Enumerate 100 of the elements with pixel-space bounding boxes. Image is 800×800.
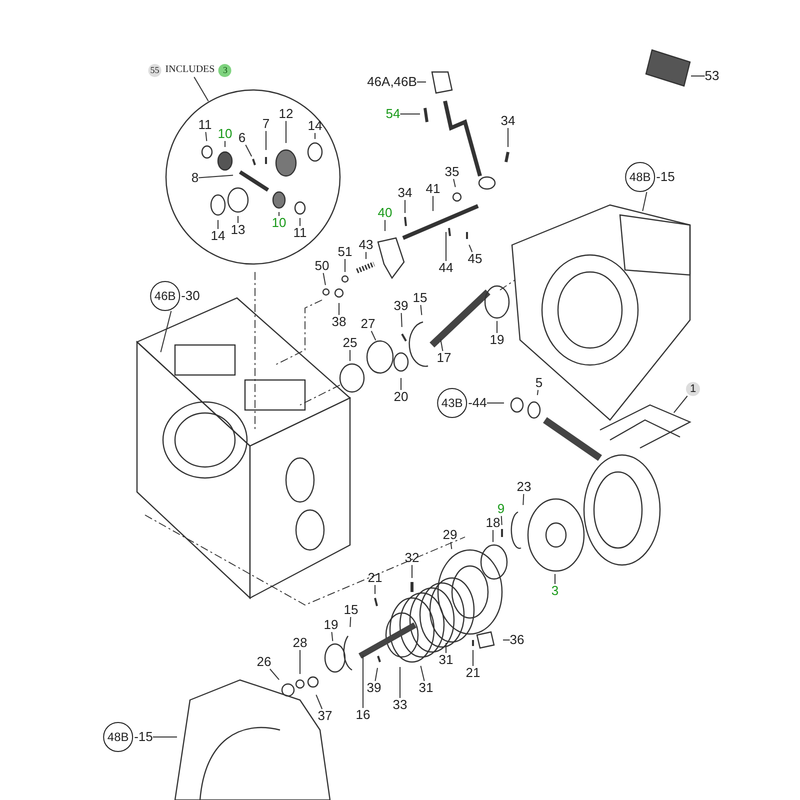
callout-number: 25 bbox=[342, 336, 358, 350]
note-text: INCLUDES bbox=[165, 63, 215, 77]
leader-line bbox=[432, 196, 434, 212]
leader-line bbox=[472, 650, 474, 666]
leader-line bbox=[350, 616, 352, 628]
callout-number: 21 bbox=[466, 666, 480, 680]
callout-number: 53 bbox=[704, 69, 720, 83]
leader-line bbox=[314, 132, 316, 140]
callout-number: 37 bbox=[318, 709, 332, 723]
callout-number: 20 bbox=[394, 390, 408, 404]
callout-number: 14 bbox=[308, 119, 322, 133]
callout-number: 35 bbox=[444, 165, 460, 179]
reference-circle: 46B bbox=[150, 281, 180, 311]
reference-circle: 48B bbox=[625, 162, 656, 192]
callout-number: 51 bbox=[338, 245, 352, 259]
callout-number: 41 bbox=[426, 182, 440, 196]
callout-number: 50 bbox=[314, 259, 330, 273]
callout-number: 38 bbox=[332, 315, 346, 329]
callout-number: 11 bbox=[198, 118, 212, 132]
callout-number: 15 bbox=[412, 291, 428, 305]
leader-line bbox=[673, 396, 688, 414]
callout-number: 34 bbox=[500, 114, 516, 128]
callout-number: 17 bbox=[436, 351, 452, 365]
leader-line bbox=[440, 338, 444, 352]
leader-line bbox=[194, 76, 209, 102]
leader-line bbox=[160, 310, 172, 353]
callout-number: 23 bbox=[516, 480, 532, 494]
leader-line bbox=[400, 378, 402, 390]
callout-number: 11 bbox=[293, 226, 307, 240]
callout-number: 12 bbox=[278, 107, 294, 121]
leader-line bbox=[404, 200, 406, 214]
callout-number: 29 bbox=[442, 528, 458, 542]
leader-line bbox=[224, 140, 226, 148]
leader-line bbox=[642, 192, 648, 212]
leader-line bbox=[536, 390, 539, 396]
leader-line bbox=[486, 402, 504, 404]
callout-number: 10 bbox=[218, 127, 232, 141]
reference-circle: 48B bbox=[103, 722, 134, 752]
reference-number: 55 bbox=[148, 64, 162, 76]
leader-line bbox=[362, 654, 364, 708]
leader-line bbox=[554, 574, 556, 584]
callout-number: 13 bbox=[230, 223, 246, 237]
leader-line bbox=[278, 212, 280, 216]
callout-number: 31 bbox=[438, 653, 454, 667]
callout-number: 15 bbox=[344, 603, 358, 617]
leader-line bbox=[522, 494, 524, 506]
callout-number: 31 bbox=[418, 681, 434, 695]
callout-number: 8 bbox=[191, 171, 199, 185]
leader-line bbox=[420, 304, 422, 316]
callout-number: 10 bbox=[272, 216, 286, 230]
callout-number: 34 bbox=[398, 186, 412, 200]
callout-number: 28 bbox=[292, 636, 308, 650]
leader-line bbox=[316, 694, 323, 710]
leader-line bbox=[331, 632, 334, 642]
callout-number: 40 bbox=[378, 206, 392, 220]
callout-number: 33 bbox=[392, 698, 408, 712]
callout-number: 16 bbox=[356, 708, 370, 722]
leader-line bbox=[400, 312, 402, 328]
leader-line bbox=[384, 220, 386, 232]
callout-number: 3 bbox=[551, 584, 559, 598]
reference-suffix: -44 bbox=[468, 396, 487, 410]
leader-line bbox=[496, 320, 498, 334]
reference-circle: 43B bbox=[437, 388, 468, 418]
leader-line bbox=[374, 667, 378, 682]
leader-line bbox=[492, 530, 494, 542]
leader-line bbox=[198, 174, 234, 178]
callout-number: 32 bbox=[404, 551, 420, 565]
reference-suffix: -15 bbox=[134, 730, 153, 744]
leader-line bbox=[453, 178, 456, 188]
reference-suffix: -30 bbox=[181, 289, 200, 303]
callout-number: 5 bbox=[535, 376, 543, 390]
leader-line bbox=[370, 330, 376, 341]
leader-line bbox=[269, 668, 280, 680]
callout-number: 9 bbox=[497, 502, 505, 516]
callout-number: 36 bbox=[510, 633, 524, 647]
callout-number: 39 bbox=[394, 299, 408, 313]
callout-number: 45 bbox=[468, 252, 482, 266]
callout-number: 1 bbox=[686, 382, 700, 396]
leader-line bbox=[205, 132, 208, 142]
callout-number: 54 bbox=[386, 107, 400, 121]
callout-number: 39 bbox=[366, 681, 382, 695]
callout-number: 26 bbox=[256, 655, 272, 669]
callout-number: 6 bbox=[238, 131, 246, 145]
callout-number: 19 bbox=[490, 333, 504, 347]
callout-number: 21 bbox=[368, 571, 382, 585]
leader-line bbox=[344, 258, 346, 272]
reference-number: 3 bbox=[218, 64, 232, 76]
leader-line bbox=[500, 516, 502, 526]
callout-number: 18 bbox=[486, 516, 500, 530]
callout-number: 7 bbox=[262, 117, 270, 131]
callout-number: 27 bbox=[360, 317, 376, 331]
leader-line bbox=[450, 542, 452, 550]
callout-number: 43 bbox=[358, 238, 374, 252]
leader-line bbox=[374, 584, 376, 594]
leader-line bbox=[245, 144, 252, 157]
callout-number: 14 bbox=[210, 229, 226, 243]
callout-number: 19 bbox=[324, 618, 338, 632]
callout-number: 44 bbox=[438, 261, 454, 275]
leader-line bbox=[338, 302, 340, 316]
callout-number: 46A,46B bbox=[367, 75, 417, 89]
